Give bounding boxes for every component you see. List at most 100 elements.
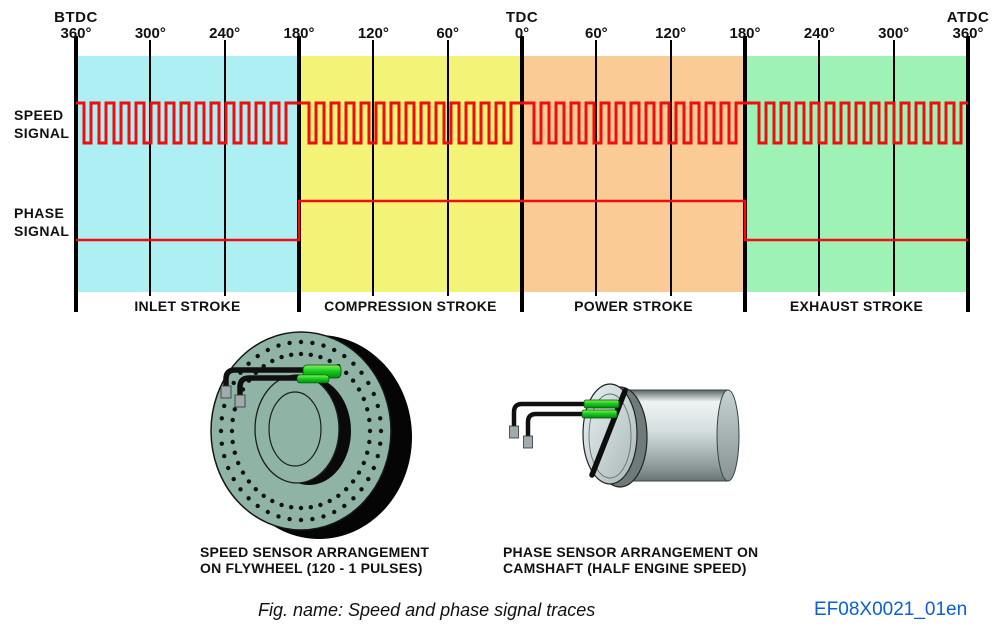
flywheel-tooth-dot (232, 407, 237, 412)
flywheel-hub (254, 374, 340, 484)
axis-tick-label: 300° (878, 25, 910, 42)
flywheel-illustration (210, 331, 412, 539)
axis-gridline-minor (595, 40, 598, 296)
speed-signal-trace (76, 101, 968, 145)
speed-sensor-caption: SPEED SENSOR ARRANGEMENT ON FLYWHEEL (12… (200, 544, 429, 576)
flywheel-tooth-dot (321, 514, 326, 519)
flywheel-tooth-dot (231, 476, 236, 482)
flywheel-tooth-dot (351, 361, 356, 366)
camshaft-illustration (509, 383, 740, 488)
flywheel-tooth-dot (279, 354, 284, 360)
flywheel-tooth-dot (375, 453, 380, 459)
flywheel-tooth-dot (342, 353, 347, 359)
speed-sensor-connector-2 (234, 394, 246, 408)
flywheel-tooth-dot (378, 428, 384, 434)
flywheel-tooth-dot (289, 352, 294, 357)
flywheel-tooth-dot (232, 450, 237, 455)
axis-tick-label: 300° (134, 25, 166, 42)
axis-tick-label: 0° (514, 25, 530, 42)
flywheel-tooth-dot (378, 441, 383, 446)
flywheel-tooth-dot (276, 343, 281, 348)
phase-sensor-upper (583, 399, 620, 409)
flywheel-tooth-dot (351, 496, 356, 501)
flywheel-tooth-dot (366, 476, 371, 482)
stroke-label-compression-stroke: COMPRESSION STROKE (324, 298, 497, 314)
axis-tick-label: 240° (803, 25, 835, 42)
flywheel-tooth-dot (365, 407, 370, 412)
flywheel-tooth-dot (231, 380, 236, 386)
flywheel-tooth-dot (332, 509, 337, 515)
flywheel-tooth-dot (378, 416, 383, 421)
flywheel-hub-bore (268, 391, 322, 467)
flywheel-tooth-dot (371, 391, 376, 397)
flywheel-tooth-dot (350, 378, 356, 383)
axis-marker-btdc: BTDC (54, 9, 98, 26)
phase-signal-label: PHASE SIGNAL (14, 204, 69, 240)
stroke-label-exhaust-stroke: EXHAUST STROKE (789, 298, 924, 314)
speed-signal-label-line2: SIGNAL (14, 125, 70, 141)
flywheel-tooth-dot (361, 460, 366, 466)
flywheel-tooth-dot (367, 417, 372, 423)
flywheel-tooth-dot (255, 353, 260, 359)
flywheel-tooth-dot (222, 403, 227, 409)
flywheel-tooth-dot (219, 416, 224, 421)
axis-gridline-minor (372, 40, 375, 296)
speed-sensor-caption-line1: SPEED SENSOR ARRANGEMENT (200, 544, 430, 560)
flywheel-tooth-dot (344, 370, 349, 375)
camshaft-disc-slot (589, 388, 628, 478)
flywheel-tooth-dot (367, 439, 372, 445)
flywheel-tooth-dot (276, 514, 281, 519)
stroke-band-inlet-stroke (76, 56, 299, 292)
speed-signal-label-line1: SPEED (14, 107, 64, 123)
flywheel-tooth-dot (238, 487, 243, 492)
flywheel-tooth-dot (219, 441, 224, 446)
flywheel-tooth-dot (366, 380, 371, 386)
flywheel-tooth-dot (289, 505, 294, 510)
signal-traces (76, 101, 968, 242)
flywheel-tooth-dot (342, 503, 347, 509)
flywheel-tooth-dot (327, 498, 332, 504)
flywheel-tooth-dot (356, 387, 362, 392)
axis-tick-label: 180° (729, 25, 761, 42)
flywheel-tooth-dot (253, 487, 258, 492)
flywheel-tooth-dot (246, 496, 251, 501)
phase-sensor-lower (581, 409, 618, 419)
flywheel-tooth-dot (230, 439, 235, 445)
axis-gridline-major (297, 36, 301, 312)
flywheel-tooth-dot (270, 498, 275, 504)
flywheel-tooth-dot (308, 505, 313, 510)
flywheel-tooth-dot (287, 340, 292, 346)
flywheel-tooth-dot (229, 428, 235, 434)
axis-gridline-major (966, 36, 970, 312)
speed-sensor-cable-2 (237, 375, 309, 396)
axis-tick-label: 360° (60, 25, 92, 42)
axis-gridline-minor (818, 40, 821, 296)
axis-marker-atdc: ATDC (946, 9, 990, 26)
flywheel-tooth-dot (344, 487, 349, 492)
figure-caption: Fig. name: Speed and phase signal traces (258, 600, 596, 620)
speed-sensor-caption-line2: ON FLYWHEEL (120 - 1 PULSES) (200, 560, 423, 576)
flywheel-tooth-dot (308, 352, 313, 357)
flywheel-tooth-dot (270, 358, 275, 364)
flywheel-tooth-dot (318, 354, 323, 360)
axis-tick-label: 180° (283, 25, 315, 42)
speed-signal-label: SPEED SIGNAL (14, 106, 69, 142)
flywheel-tooth-dot (365, 450, 370, 455)
flywheel-tooth-dot (359, 487, 364, 492)
flywheel-tooth-dot (255, 503, 260, 509)
axis-gridline-minor (446, 40, 449, 296)
flywheel-tooth-dot (240, 470, 246, 475)
phase-sensor-caption-line1: PHASE SENSOR ARRANGEMENT ON (503, 544, 759, 560)
flywheel-tooth-dot (265, 347, 270, 353)
phase-sensor-cable-1 (511, 401, 588, 427)
axis-gridline-minor (669, 40, 672, 296)
flywheel-tooth-dot (356, 470, 362, 475)
flywheel-tooth-dot (310, 340, 315, 346)
flywheel-tooth-dot (246, 361, 251, 366)
stroke-label-inlet-stroke: INLET STROKE (134, 298, 241, 314)
phase-signal-trace (76, 199, 968, 242)
flywheel-tooth-dot (218, 428, 224, 434)
flywheel-tooth-dot (236, 460, 241, 466)
axis-tick-label: 120° (357, 25, 389, 42)
axis-gridline-major (743, 36, 747, 312)
